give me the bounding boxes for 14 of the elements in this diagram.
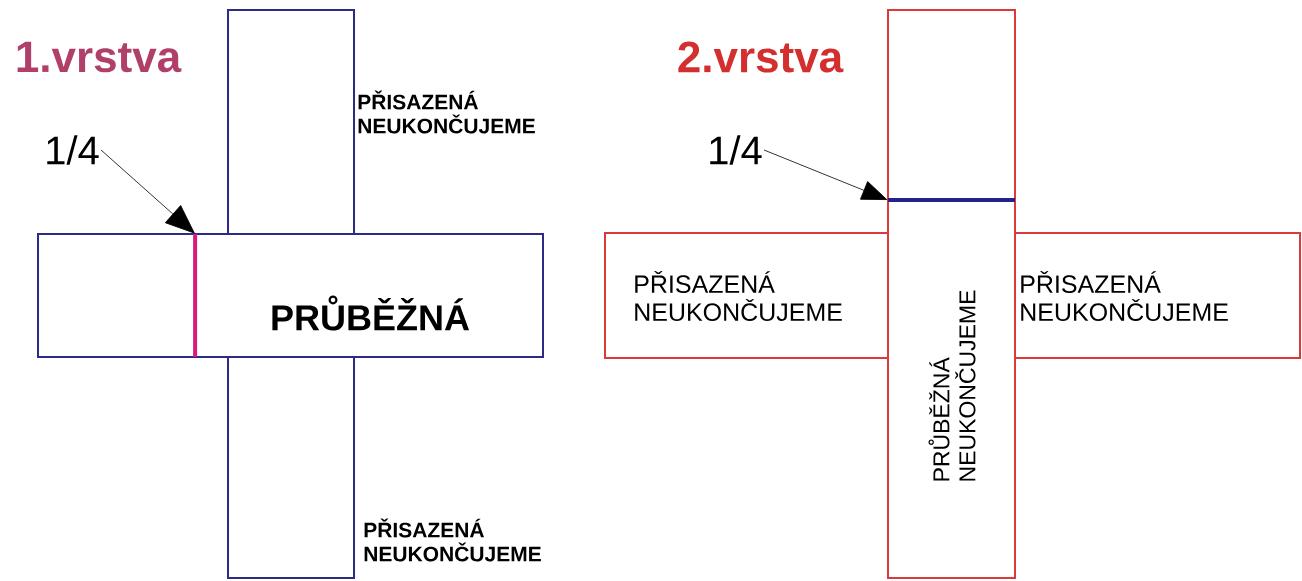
layer-title: 1.vrstva [17,41,182,73]
fraction-label: 1/4 [47,135,99,165]
board: PŘISAZENÁ NEUKONČUJEME [1014,232,1301,359]
board-label: PŘISAZENÁ NEUKONČUJEME [364,518,541,562]
fraction-label: 1/4 [710,135,762,165]
board: PRŮBĚŽNÁ [37,233,544,358]
layer-title: 2.vrstva [678,41,844,73]
board-label: PŘISAZENÁ NEUKONČUJEME [358,90,535,134]
arrow [763,149,888,200]
board: PRŮBĚŽNÁ NEUKONČUJEME [887,9,1016,579]
arrow [100,149,195,234]
board [227,356,541,579]
board [227,9,535,235]
board: PŘISAZENÁ NEUKONČUJEME [604,232,889,359]
